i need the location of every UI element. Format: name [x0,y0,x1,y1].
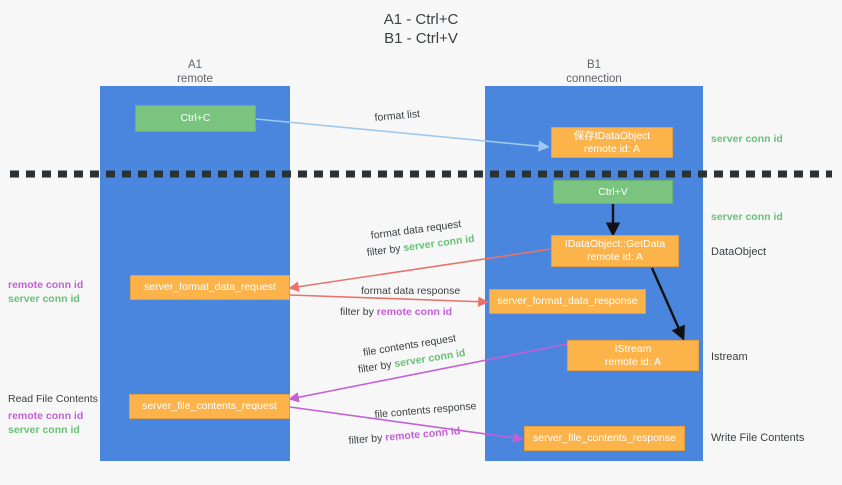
right-label-dataobject: DataObject [711,246,767,258]
filter-value-remote-conn-id: remote conn id [376,306,453,318]
node-server-format-data-response[interactable]: server_format_data_response [489,289,646,314]
page-title: A1 - Ctrl+C B1 - Ctrl+V [0,10,842,48]
node-getdata-line2: remote id: A [586,251,644,263]
right-label-server-conn-id-second: server conn id [711,211,783,223]
node-istream-line1: IStream [614,342,652,355]
column-b1-name: B1 [586,59,602,71]
left-labels-format: remote conn id server conn id [8,278,83,306]
filter-value-remote-conn-id: remote conn id [384,425,461,444]
node-server-file-contents-request-label: server_file_contents_request [142,400,277,412]
node-server-format-data-request-label: server_format_data_request [144,281,276,293]
column-header-a1: A1 remote [100,58,290,86]
filter-prefix: filter by [340,306,377,318]
node-ctrl-c[interactable]: Ctrl+C [135,105,256,132]
node-ctrl-c-label: Ctrl+C [180,112,211,124]
left-label-remote-conn-id-2: remote conn id [8,410,84,422]
annotation-file-contents-response: file contents response [374,400,477,421]
title-line-2: B1 - Ctrl+V [384,30,458,47]
node-istream[interactable]: IStream remote id: A [567,340,699,371]
left-label-remote-conn-id: remote conn id [8,279,84,291]
node-server-format-data-request[interactable]: server_format_data_request [130,275,290,300]
filter-prefix: filter by [348,431,386,447]
left-label-read-file-contents: Read File Contents [8,393,98,405]
column-header-b1: B1 connection [485,58,703,86]
right-label-write-file-contents: Write File Contents [711,432,805,444]
node-server-file-contents-response-label: server_file_contents_response [532,432,676,444]
left-labels-file-contents: Read File Contents remote conn id server… [8,392,98,437]
node-server-format-data-response-label: server_format_data_response [497,295,638,307]
node-idataobject-getdata[interactable]: IDataObject::GetData remote id: A [551,235,679,267]
left-label-server-conn-id: server conn id [8,293,80,305]
right-label-server-conn-id-top: server conn id [711,133,783,145]
node-save-idataobject[interactable]: 保存IDataObject remote id: A [551,127,673,158]
right-label-istream: Istream [711,351,748,363]
annotation-format-data-response: format data response [361,285,461,297]
column-a1-name: A1 [187,59,203,71]
column-b1-subtitle: connection [566,73,622,85]
column-a1-subtitle: remote [177,73,213,85]
filter-prefix: filter by [366,242,405,259]
node-server-file-contents-request[interactable]: server_file_contents_request [129,394,290,419]
annotation-format-list: format list [374,108,421,124]
node-istream-line2: remote id: A [604,355,662,368]
left-label-server-conn-id-2: server conn id [8,424,80,436]
annotation-format-data-response-filter: filter by remote conn id [340,305,452,319]
node-save-idataobject-line2: remote id: A [583,142,641,155]
node-server-file-contents-response[interactable]: server_file_contents_response [524,426,685,451]
title-line-1: A1 - Ctrl+C [383,11,459,28]
node-getdata-line1: IDataObject::GetData [564,238,666,250]
node-ctrl-v[interactable]: Ctrl+V [553,180,673,204]
annotation-file-contents-response-filter: filter by remote conn id [348,424,461,448]
node-ctrl-v-label: Ctrl+V [598,185,628,198]
filter-prefix: filter by [357,358,396,376]
node-save-idataobject-line1: 保存IDataObject [573,129,651,142]
